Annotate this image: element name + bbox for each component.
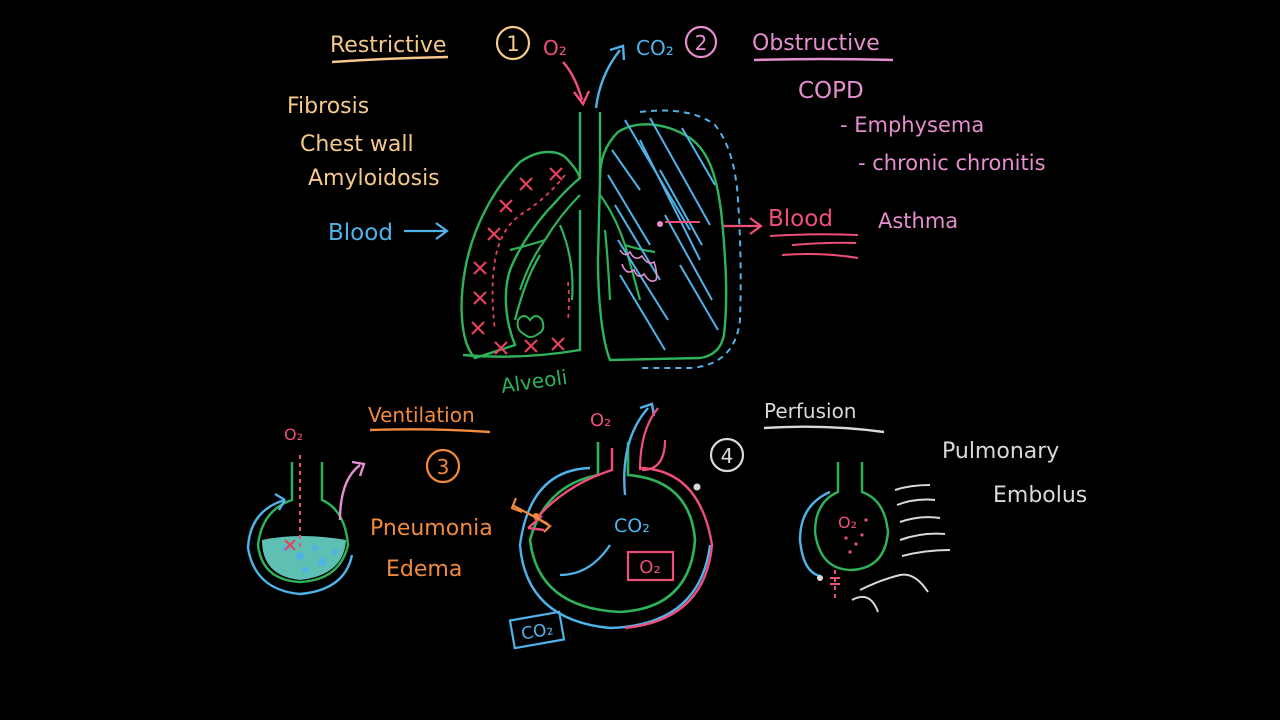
perfusion-capillary	[798, 490, 831, 578]
ventilation-capillary	[246, 498, 354, 596]
normal-alveolus-section: O₂ CO₂ O₂ CO₂	[508, 402, 714, 650]
o2-box	[626, 550, 675, 582]
obstructive-list: COPD - Emphysema - chronic chronitis Blo…	[722, 78, 1046, 259]
trapped-air-lines	[607, 117, 719, 351]
blocked-o2-x	[284, 539, 296, 551]
perfusion-underline	[763, 425, 885, 434]
center-co2-inside-label: CO₂	[614, 515, 650, 537]
alveoli-cluster	[516, 315, 545, 338]
obstructive-blood-label: Blood	[768, 206, 833, 232]
inner-co2-arrow	[559, 544, 611, 577]
ventilation-heading: Ventilation	[368, 403, 475, 427]
embolus-block-dot	[817, 575, 823, 581]
left-lung-base	[462, 210, 582, 358]
perfusion-o2-label: O₂	[838, 513, 857, 532]
center-co2-arrowhead	[639, 402, 656, 417]
number-1: 1	[506, 32, 519, 56]
center-capillary-red-in	[534, 448, 614, 521]
restrictive-blood-label: Blood	[328, 220, 393, 246]
obstructive-item-bronchitis: - chronic chronitis	[858, 151, 1046, 175]
ventilation-section: Ventilation 3 Pneumonia Edema O₂	[246, 403, 493, 596]
hyperinflation-outline	[639, 109, 742, 369]
block-marks	[830, 577, 840, 585]
o2-inflow-arrow	[562, 61, 591, 107]
obstructive-underline	[753, 57, 894, 62]
edema-label: Edema	[386, 557, 462, 582]
center-capillary-red-out	[624, 466, 714, 630]
right-bronchi	[599, 194, 656, 301]
ventilation-underline	[369, 428, 491, 434]
number-4-circle	[709, 437, 745, 473]
fibrosis-dashed-line	[491, 174, 566, 331]
pneumonia-label: Pneumonia	[370, 516, 493, 541]
perfusion-heading: Perfusion	[764, 399, 856, 423]
number-3: 3	[437, 455, 450, 479]
co2-outflow-arrow	[594, 44, 626, 109]
fluid-bubbles	[282, 545, 338, 573]
o2-inhale-label: O₂	[543, 36, 567, 60]
inner-dot	[657, 221, 663, 227]
orange-arrowheads	[510, 497, 552, 533]
fibrosis-dashed-line-2	[567, 281, 570, 321]
perfusion-alveolus-outline	[813, 462, 890, 572]
restrictive-item-chest-wall: Chest wall	[300, 132, 414, 157]
left-lung-outline	[460, 150, 582, 360]
right-lung-outline	[596, 123, 728, 362]
blood-arrow-right	[404, 222, 449, 240]
bronchitis-scribble	[619, 249, 658, 282]
capillary-arrowhead	[274, 492, 287, 511]
restrictive-heading: Restrictive	[330, 33, 446, 58]
header-row: Restrictive 1 O₂ CO₂ 2 Obstructive	[330, 25, 894, 64]
obstructive-heading: Obstructive	[752, 31, 880, 56]
asthma-label: Asthma	[878, 209, 958, 233]
blood-underline-scribble	[769, 233, 859, 259]
restrictive-underline	[331, 55, 449, 64]
ventilation-out-arrowhead	[351, 460, 366, 477]
center-co2-arrow	[623, 407, 649, 496]
obstructive-item-copd: COPD	[798, 78, 864, 104]
restrictive-item-fibrosis: Fibrosis	[287, 94, 369, 119]
gray-dot	[693, 483, 701, 491]
embolus-vessel-lines	[851, 484, 951, 613]
embolus-label: Embolus	[993, 483, 1087, 508]
number-1-circle	[495, 25, 531, 61]
perfusion-section: Perfusion 4 Pulmonary Embolus O₂	[709, 399, 1087, 613]
o2-box-label: O₂	[639, 557, 660, 578]
number-3-circle	[425, 448, 461, 484]
blood-arrow-out	[722, 217, 763, 235]
co2-box: CO₂	[508, 610, 566, 650]
restrictive-item-amyloidosis: Amyloidosis	[308, 166, 440, 191]
restrictive-list: Fibrosis Chest wall Amyloidosis Blood	[287, 94, 449, 246]
o2-dots	[844, 518, 868, 554]
number-2: 2	[695, 31, 708, 55]
red-arrowhead	[527, 515, 545, 532]
pulmonary-label: Pulmonary	[942, 439, 1059, 464]
left-bronchi	[509, 194, 581, 321]
ventilation-out-arrow	[338, 464, 361, 521]
orange-dot	[533, 513, 539, 519]
ventilation-o2-label: O₂	[284, 425, 303, 444]
center-o2-label: O₂	[590, 410, 611, 431]
fluid-alveolus-outline	[256, 462, 350, 584]
obstructive-item-emphysema: - Emphysema	[840, 113, 984, 137]
center-o2-loop	[638, 407, 667, 472]
number-4: 4	[721, 444, 734, 468]
co2-exhale-label: CO₂	[636, 36, 674, 60]
fibrosis-x-marks	[471, 167, 565, 355]
center-capillary-blue	[518, 466, 712, 630]
number-2-circle	[684, 25, 718, 59]
